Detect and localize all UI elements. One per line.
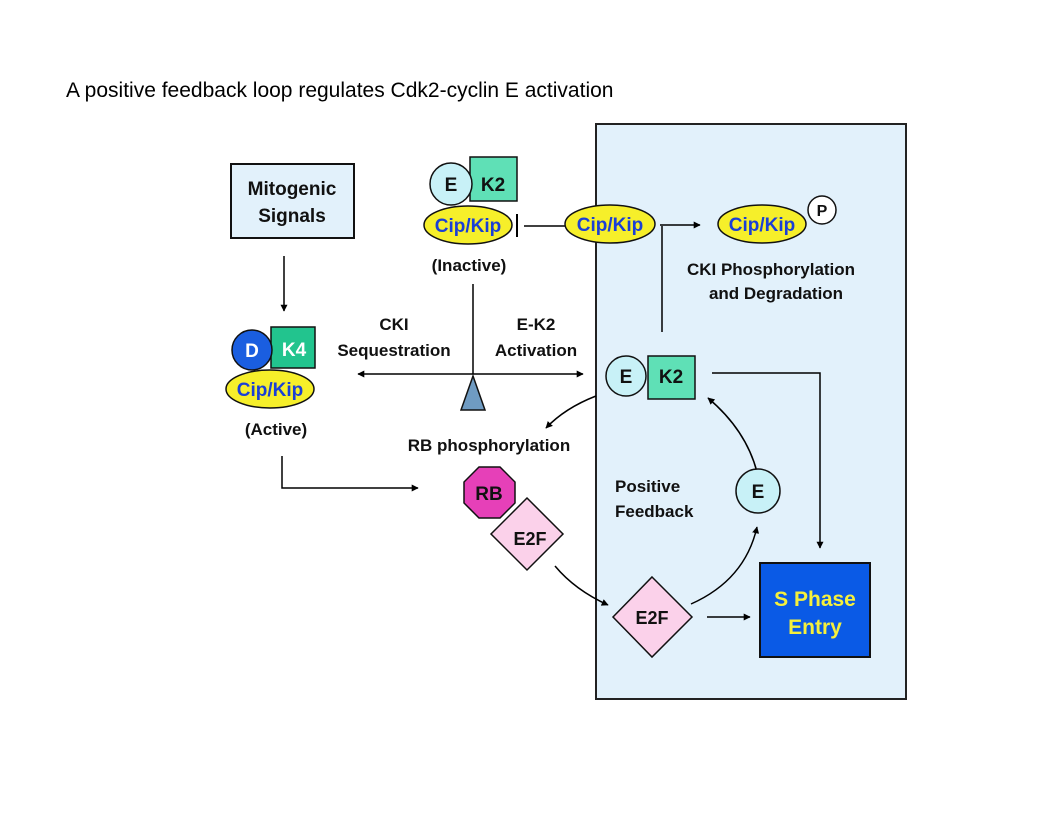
free-cyclin-e-node: E xyxy=(735,468,781,514)
slide-title: A positive feedback loop regulates Cdk2-… xyxy=(66,79,614,102)
active-cdk2-label: K2 xyxy=(659,367,683,388)
rb-label: RB xyxy=(475,484,502,505)
arrow-ek2-to-rb-phos xyxy=(545,395,597,429)
positive-feedback-label-2: Feedback xyxy=(615,502,694,521)
cki-phosphorylation-label-1: CKI Phosphorylation xyxy=(687,260,855,279)
free-e2f-node: E2F xyxy=(611,575,694,659)
phosphate-label: P xyxy=(817,203,828,220)
bound-e2f-diamond xyxy=(489,496,565,572)
cip-kip-ellipse xyxy=(423,205,513,245)
arrow-e2f-to-cyclin-e xyxy=(690,526,760,605)
active-cyclin-e-circle xyxy=(605,355,647,397)
cdk2-box xyxy=(469,156,518,202)
free-cyclin-e-label: E xyxy=(752,482,765,503)
mitogenic-label-2: Signals xyxy=(258,206,326,227)
rb-e2f-complex: RB E2F xyxy=(463,466,565,572)
s-phase-label-1: S Phase xyxy=(774,588,856,611)
phospho-cip-kip-label: Cip/Kip xyxy=(729,215,796,236)
cyclin-d-label: D xyxy=(245,341,259,362)
active-caption: (Active) xyxy=(245,420,307,439)
fulcrum-triangle xyxy=(459,373,487,411)
rb-octagon xyxy=(463,466,516,519)
active-dk4-complex: D K4 Cip/Kip (Active) xyxy=(225,326,316,439)
cip-kip-label: Cip/Kip xyxy=(435,216,502,237)
cyclin-e-label: E xyxy=(445,175,458,196)
cdk2-label: K2 xyxy=(481,175,505,196)
positive-feedback-label-1: Positive xyxy=(615,477,680,496)
cdk4-label: K4 xyxy=(282,340,307,361)
arrow-ek2-to-sphase xyxy=(712,372,824,549)
free-cip-kip-label: Cip/Kip xyxy=(577,215,644,236)
active-cip-kip-label: Cip/Kip xyxy=(237,380,304,401)
cki-phosphorylation-label-2: and Degradation xyxy=(709,284,843,303)
ek2-activation-label-2: Activation xyxy=(495,341,577,360)
ek2-activation-label-1: E-K2 xyxy=(517,315,556,334)
arrow-rb-to-e2f xyxy=(554,565,609,606)
free-e2f-label: E2F xyxy=(635,608,668,628)
s-phase-entry-node: S Phase Entry xyxy=(759,562,871,658)
inactive-ek2-complex: E K2 Cip/Kip (Inactive) xyxy=(423,156,518,275)
cyclin-e-circle xyxy=(429,162,473,206)
arrow-dk4-to-rb xyxy=(281,456,419,492)
arrow-e-to-ek2 xyxy=(707,397,758,473)
free-cip-kip-node: Cip/Kip xyxy=(564,204,656,244)
active-cyclin-e-label: E xyxy=(620,367,633,388)
cyclin-d-circle xyxy=(231,329,273,371)
s-phase-label-2: Entry xyxy=(788,616,842,639)
active-ek2-complex: E K2 xyxy=(605,355,696,400)
cki-sequestration-label-1: CKI xyxy=(379,315,408,334)
mitogenic-label-1: Mitogenic xyxy=(248,179,337,200)
active-cdk2-box xyxy=(647,355,696,400)
bound-e2f-label: E2F xyxy=(513,529,546,549)
cdk4-box xyxy=(270,326,316,369)
rb-phosphorylation-label: RB phosphorylation xyxy=(408,436,570,455)
active-cip-kip-ellipse xyxy=(225,369,315,409)
cki-sequestration-label-2: Sequestration xyxy=(337,341,450,360)
phospho-cip-kip-node: Cip/Kip P xyxy=(717,195,837,244)
mitogenic-signals-node: Mitogenic Signals xyxy=(230,163,355,239)
phosphate-circle xyxy=(807,195,837,225)
inactive-caption: (Inactive) xyxy=(432,256,507,275)
